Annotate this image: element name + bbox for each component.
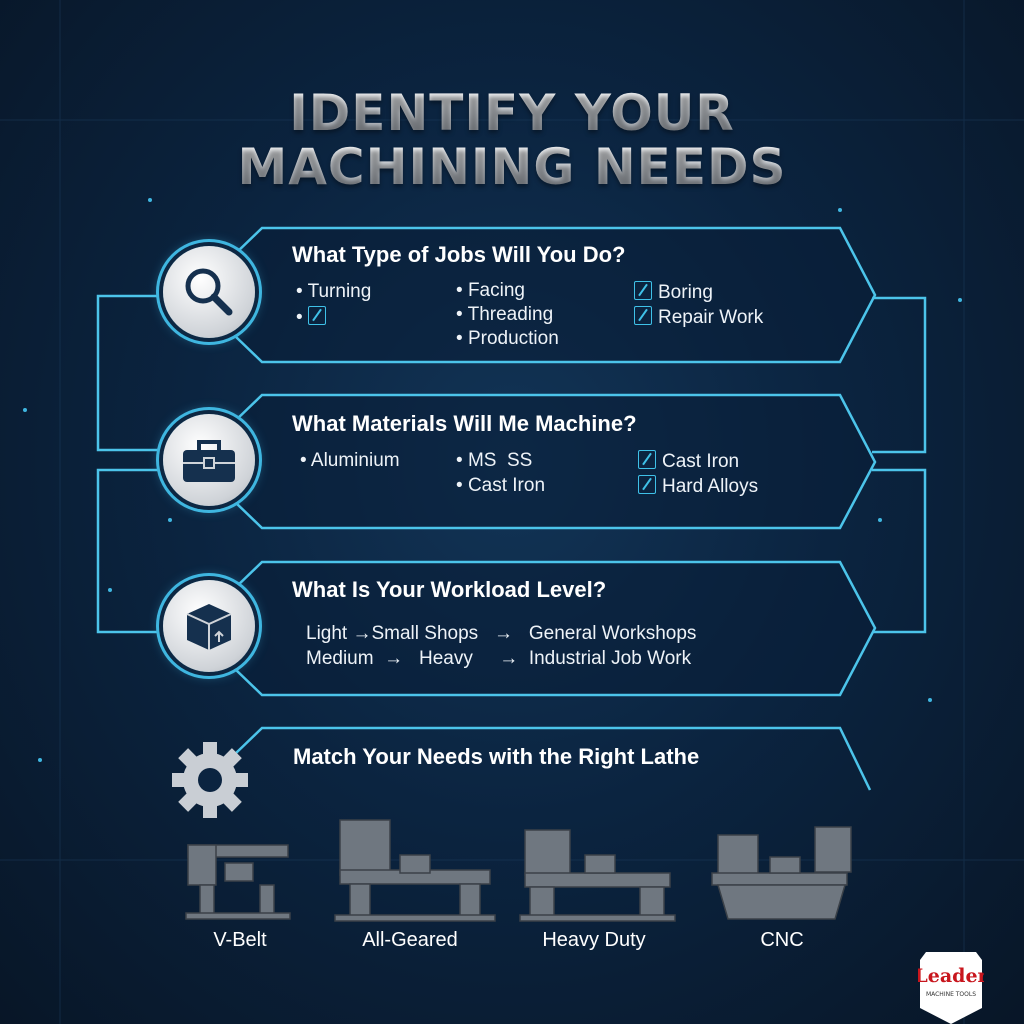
lathe-all-geared-image [334,819,496,922]
section-materials-badge [163,414,255,506]
material-item: • Aluminium [300,450,400,471]
lathe-label-heavy-duty: Heavy Duty [542,929,646,951]
workload-row: Light →Small Shops → General Workshops [306,623,697,644]
title-line-1: IDENTIFY YOUR [0,84,1024,142]
job-item: • [296,306,332,329]
section-match-heading: Match Your Needs with the Right Lathe [293,744,700,769]
wrench-icon [307,306,326,325]
lathe-label-v-belt: V-Belt [213,929,267,951]
job-item: • Facing [456,280,525,301]
section-workload-question: What Is Your Workload Level? [292,577,607,602]
lathe-heavy-duty-image [519,829,676,922]
job-item: Boring [634,281,713,304]
svg-text:MACHINE TOOLS: MACHINE TOOLS [926,991,976,998]
title-line-2: MACHINING NEEDS [0,138,1024,196]
material-item: Hard Alloys [638,475,758,498]
svg-text:Leader: Leader [918,965,984,987]
lathe-label-cnc: CNC [760,929,804,951]
pencil-icon [638,475,656,494]
material-item: Cast Iron [638,450,739,473]
lathe-v-belt-image [185,844,291,920]
package-icon [186,604,232,650]
section-workload-badge [163,580,255,672]
toolbox-icon [183,440,235,482]
lathe-illustrations [185,819,852,922]
material-item: • Cast Iron [456,475,546,496]
lathe-label-all-geared: All-Geared [362,929,458,951]
section-jobs-question: What Type of Jobs Will You Do? [292,242,626,267]
boring-icon [634,281,652,300]
pencil-icon [638,450,656,469]
workload-row: Medium → Heavy → Industrial Job Work [306,648,692,669]
lathe-cnc-image [711,826,852,920]
section-jobs-badge [163,246,255,338]
leader-logo: Leader MACHINE TOOLS [918,952,984,1024]
magnifier-icon [185,268,233,316]
job-item: Repair Work [634,306,763,329]
gear-icon [172,742,248,818]
job-item: • Turning [296,281,372,302]
material-item: • MS SS [456,450,533,471]
job-item: • Threading [456,304,554,325]
job-item: • Production [456,328,559,349]
section-materials-question: What Materials Will Me Machine? [292,411,637,436]
pencil-icon [634,306,652,325]
